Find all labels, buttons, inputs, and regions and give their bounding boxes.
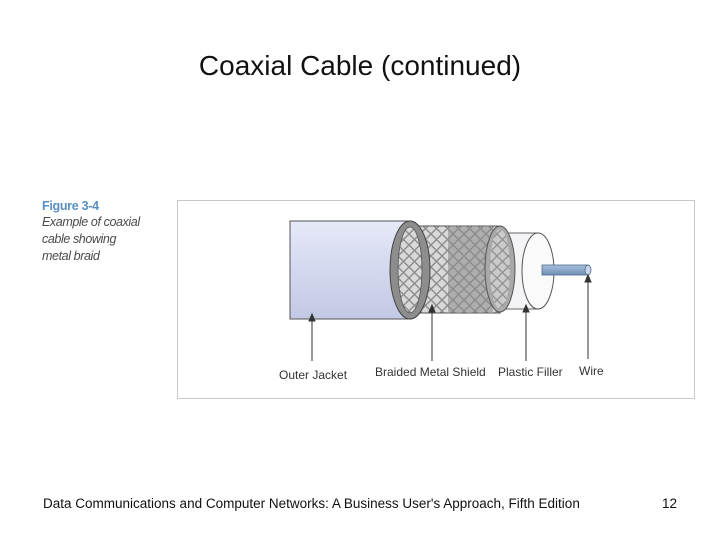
slide-title: Coaxial Cable (continued) [198,50,522,81]
label-plastic-filler: Plastic Filler [498,365,563,379]
figure-caption: Figure 3-4 Example of coaxial cable show… [42,198,162,265]
coaxial-cable-figure: Outer Jacket Braided Metal Shield Plasti… [177,200,695,399]
label-braided-metal-shield: Braided Metal Shield [375,365,486,379]
wire-layer [541,264,592,276]
page-number: 12 [662,496,678,511]
braided-metal-shield-layer [407,225,516,314]
label-wire: Wire [579,364,604,378]
slide-footer: Data Communications and Computer Network… [43,496,580,511]
figure-number: Figure 3-4 [42,199,99,213]
label-outer-jacket: Outer Jacket [279,368,348,382]
figure-caption-text: Example of coaxial cable showing metal b… [42,215,140,263]
outer-jacket-layer [289,220,431,320]
coaxial-cable-illustration: Outer Jacket Braided Metal Shield Plasti… [279,220,604,382]
pointer-lines [308,273,592,361]
